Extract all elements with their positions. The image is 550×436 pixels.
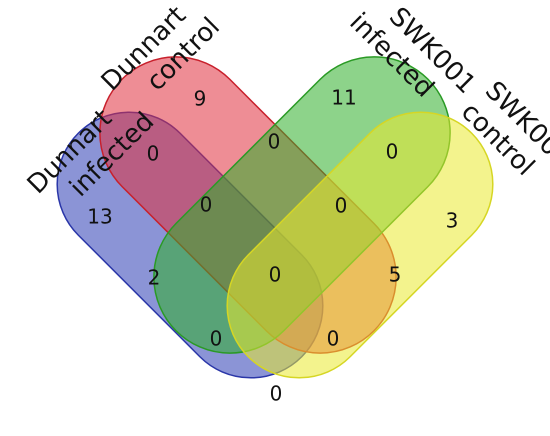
region-count-di-sc: 0 <box>270 382 283 406</box>
region-count-di-si-sc: 0 <box>210 327 223 351</box>
set-shape-swk001-control <box>226 111 494 379</box>
region-count-dc-si-sc: 0 <box>335 194 348 218</box>
region-count-dc-si: 0 <box>268 130 281 154</box>
region-counts: 9 11 13 3 0 0 0 0 0 2 0 5 0 0 0 <box>87 86 458 406</box>
region-count-di-dc-si: 0 <box>200 193 213 217</box>
set-shapes <box>56 56 494 379</box>
set-labels: Dunnart infected Dunnart control SWK001 … <box>22 1 550 203</box>
region-count-di-dc: 0 <box>147 142 160 166</box>
region-count-sc-only: 3 <box>446 209 459 233</box>
region-count-si-sc: 0 <box>386 140 399 164</box>
region-count-all-four: 0 <box>269 263 282 287</box>
region-count-di-only: 13 <box>87 205 112 229</box>
region-count-dc-sc: 5 <box>389 263 402 287</box>
region-count-di-si: 2 <box>148 266 161 290</box>
region-count-si-only: 11 <box>331 86 356 110</box>
region-count-dc-only: 9 <box>194 87 207 111</box>
region-count-di-dc-sc: 0 <box>327 327 340 351</box>
